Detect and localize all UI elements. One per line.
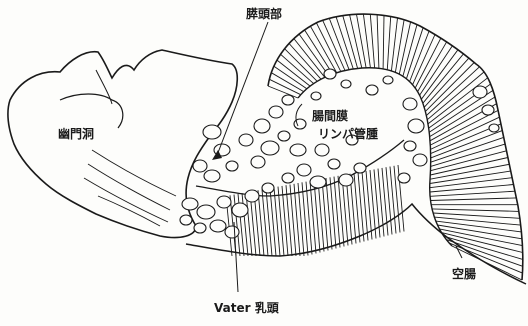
jejunum-fold-line bbox=[415, 38, 441, 88]
lymph-node bbox=[197, 205, 215, 219]
label-vater-papilla: Vater 乳頭 bbox=[214, 302, 279, 314]
jejunum-fold-line bbox=[399, 22, 410, 74]
lymph-node bbox=[473, 86, 487, 98]
lymph-node bbox=[261, 141, 279, 155]
lymph-node bbox=[251, 156, 265, 168]
lymph-node bbox=[193, 160, 207, 172]
jejunum-fold-line bbox=[431, 198, 517, 201]
jejunum-fold-line bbox=[370, 14, 374, 68]
lymph-node bbox=[204, 170, 220, 182]
lymph-node bbox=[254, 119, 270, 133]
lymph-node bbox=[194, 223, 206, 233]
lymph-node bbox=[297, 164, 311, 176]
label-pyloric-antrum: 幽門洞 bbox=[58, 128, 94, 140]
lymph-node bbox=[489, 124, 499, 132]
lymph-node bbox=[262, 183, 274, 193]
lymph-node bbox=[341, 80, 351, 88]
jejunum-fold-line bbox=[434, 217, 520, 225]
jejunum-fold-line bbox=[432, 209, 519, 212]
lymph-node bbox=[324, 69, 336, 79]
jejunum-fold-line bbox=[294, 39, 325, 78]
lymph-node bbox=[328, 159, 340, 169]
lymph-node bbox=[310, 176, 326, 188]
lymph-node bbox=[366, 85, 378, 95]
lymph-node bbox=[282, 95, 294, 105]
jejunum-fold-line bbox=[268, 86, 298, 98]
lymph-node bbox=[408, 119, 424, 133]
jejunum-fold-line bbox=[377, 15, 379, 69]
jejunum-fold-line bbox=[431, 137, 504, 162]
lymph-node bbox=[282, 173, 294, 183]
lymph-node bbox=[182, 198, 198, 210]
jejunum-fold-line bbox=[310, 26, 336, 72]
jejunum-fold-line bbox=[387, 17, 390, 70]
jejunum-fold-line bbox=[299, 34, 329, 76]
lymph-node bbox=[232, 203, 248, 217]
lymph-node bbox=[482, 105, 494, 115]
jejunum-fold-line bbox=[430, 185, 514, 193]
jejunum-fold-line bbox=[285, 49, 318, 82]
lymph-node bbox=[311, 92, 321, 100]
lymph-node bbox=[315, 144, 329, 156]
lymph-node bbox=[203, 125, 221, 139]
lymph-node bbox=[290, 144, 306, 156]
lymph-node bbox=[383, 76, 393, 84]
lymph-node bbox=[413, 154, 427, 166]
lymph-node bbox=[269, 106, 283, 118]
jejunum-fold-line bbox=[430, 191, 515, 196]
lymph-node bbox=[404, 141, 416, 151]
jejunum-fold-line bbox=[277, 60, 310, 86]
lymph-node bbox=[217, 196, 231, 208]
lymph-node bbox=[339, 174, 353, 186]
jejunum-fold-line bbox=[383, 15, 384, 68]
jejunum-fold-line bbox=[431, 144, 506, 166]
jejunum-fold-line bbox=[316, 23, 340, 72]
jejunum-fold-line bbox=[428, 78, 488, 124]
jejunum-fold-line bbox=[281, 54, 314, 83]
lymph-node bbox=[354, 163, 366, 173]
lymph-node bbox=[398, 173, 410, 183]
lymph-node bbox=[210, 220, 226, 232]
label-mesentery: 腸間膜 bbox=[312, 110, 348, 122]
lymph-node bbox=[278, 131, 290, 141]
lymph-node bbox=[245, 190, 259, 202]
lymph-node bbox=[403, 98, 417, 110]
jejunum-fold-line bbox=[430, 158, 508, 176]
antrum-fold bbox=[60, 94, 123, 128]
label-lymphangioma: リンパ管腫 bbox=[318, 128, 378, 140]
lymph-node bbox=[239, 134, 253, 146]
lymph-node bbox=[225, 226, 239, 238]
label-pancreas-head: 膵頭部 bbox=[246, 8, 282, 20]
jejunum-fold-line bbox=[430, 178, 513, 188]
jejunum-fold-line bbox=[426, 67, 479, 116]
lymph-node bbox=[180, 215, 192, 225]
jejunum-fold-line bbox=[433, 213, 520, 218]
lymph-node bbox=[226, 161, 238, 171]
jejunum-fold-line bbox=[305, 30, 333, 74]
label-jejunum: 空腸 bbox=[452, 268, 476, 280]
